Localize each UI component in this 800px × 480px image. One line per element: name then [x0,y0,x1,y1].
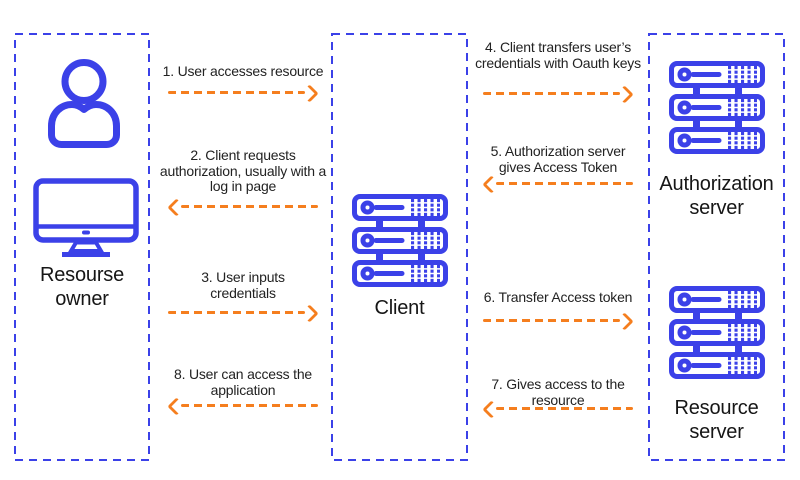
client-label: Client [374,297,425,319]
message-6-label: 6. Transfer Access token [483,289,633,305]
message-1-label: 1. User accesses resource [162,63,324,79]
dashed-line [181,403,318,407]
message-5-label: 5. Authorization server gives Access Tok… [490,143,626,175]
authorization-server-label: Authorization server [659,173,774,219]
message-8-arrow [167,396,318,416]
authorization-server-icon [669,61,765,157]
arrow-head-icon [300,83,319,103]
resource-server-icon [669,286,765,382]
message-7-arrow [482,399,633,419]
arrow-head-icon [615,84,634,104]
arrow-head-icon [167,197,186,217]
message-2-label: 2. Client requests authorization, usuall… [159,147,327,194]
client-server-icon [352,194,448,290]
dashed-line [483,91,620,95]
dashed-line [181,204,318,208]
dashed-line [496,181,633,185]
message-3-arrow [168,303,319,323]
dashed-line [168,90,305,94]
message-2-arrow [167,197,318,217]
arrow-head-icon [300,303,319,323]
resource-server-label: Resource server [674,397,759,443]
message-7-label: 7. Gives access to the resource [491,376,625,408]
arrow-head-icon [615,311,634,331]
arrow-head-icon [482,174,501,194]
monitor-icon [33,178,139,257]
message-8-label: 8. User can access the application [174,366,312,398]
dashed-line [483,318,620,322]
message-3-label: 3. User inputs credentials [201,269,285,301]
message-1-arrow [168,83,319,103]
resource-owner-label: Resourse owner [40,264,124,310]
message-6-arrow [483,311,634,331]
dashed-line [168,310,305,314]
user-icon [48,59,120,148]
arrow-head-icon [167,396,186,416]
message-4-arrow [483,84,634,104]
message-5-arrow [482,174,633,194]
message-4-label: 4. Client transfers user’s credentials w… [475,39,641,71]
dashed-line [496,406,633,410]
arrow-head-icon [482,399,501,419]
